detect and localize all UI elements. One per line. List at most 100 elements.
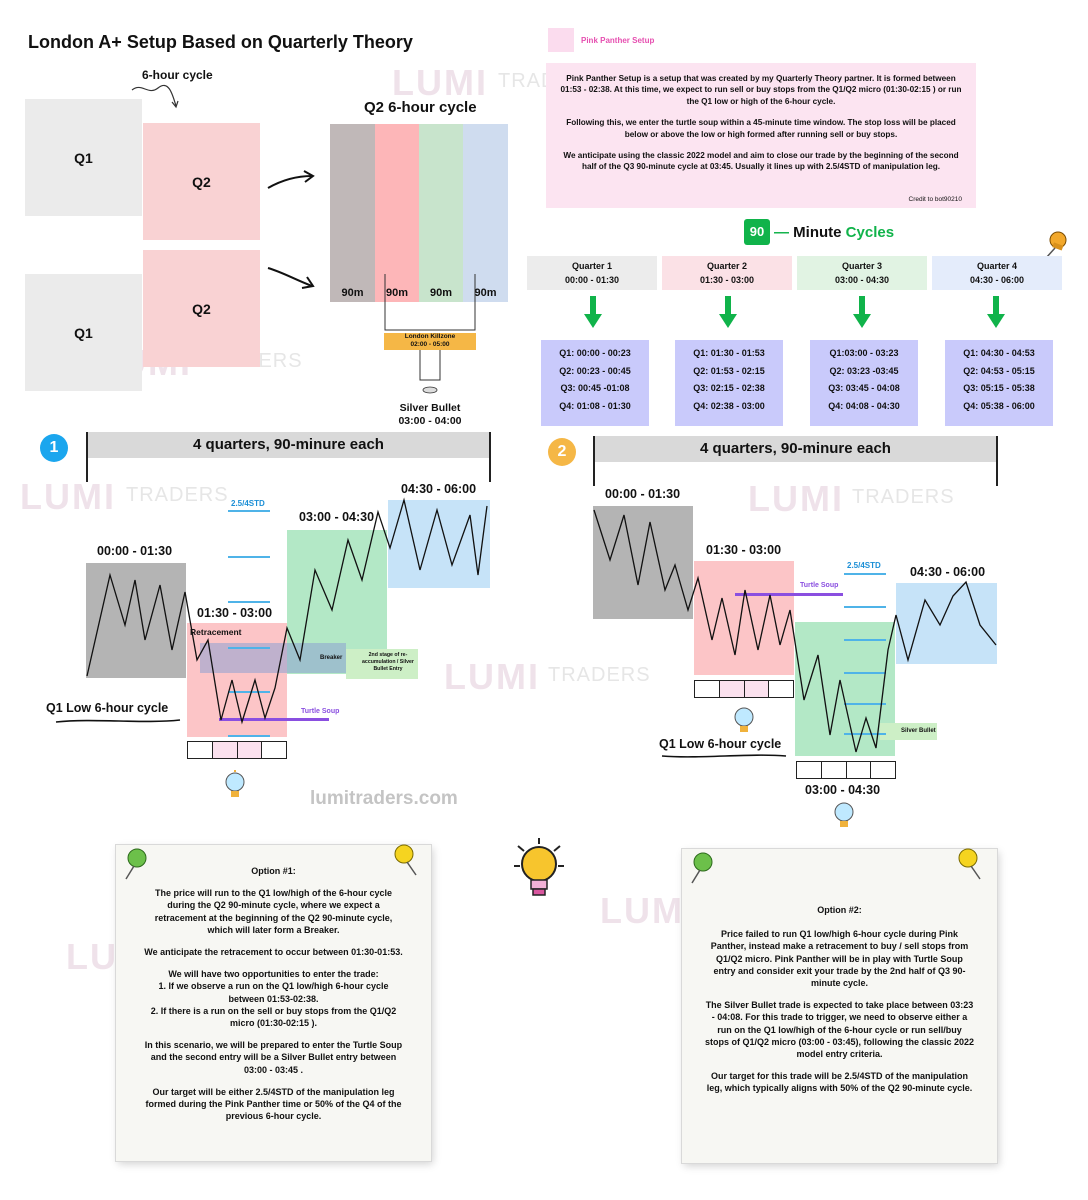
option-1-header-tick-left [86, 432, 88, 482]
pink-panther-p2: Following this, we enter the turtle soup… [566, 118, 956, 139]
cycles-minute: Minute [793, 224, 842, 241]
watermark-traders: TRADERS [126, 484, 229, 506]
list-item: Q4: 05:38 - 06:00 [963, 400, 1035, 411]
pink-panther-p3: We anticipate using the classic 2022 mod… [563, 151, 959, 172]
watermark-lumi: LUMI [600, 890, 696, 931]
pushpin-icon [125, 848, 147, 880]
list-item: Q1: 01:30 - 01:53 [693, 348, 765, 358]
pink-panther-p1: Pink Panther Setup is a setup that was c… [560, 74, 962, 106]
opt2-turtle-soup-line [735, 593, 843, 596]
q2-box-top: Q2 [143, 123, 260, 240]
six-hour-cycle-label: 6-hour cycle [142, 68, 213, 82]
cell [237, 742, 263, 758]
lightbulb-icon [834, 802, 854, 827]
pink-panther-legend-swatch [548, 28, 574, 52]
list-item: Q1: 00:00 - 00:23 [559, 348, 631, 358]
cycles-word: Cycles [845, 224, 895, 241]
cycle-column-4: 90m [463, 124, 508, 302]
opt1-time-q3: 03:00 - 04:30 [299, 510, 375, 524]
quarter-2-list: Q1: 01:30 - 01:53 Q2: 01:53 - 02:15 Q3: … [675, 340, 783, 426]
opt1-breaker-box [200, 643, 346, 673]
watermark-lumi: LUMI [20, 476, 116, 517]
opt1-turtle-soup-line [219, 718, 329, 721]
opt2-quarter-cells-top [694, 680, 794, 698]
option-1-p5: Our target will be either 2.5/4STD of th… [145, 1086, 402, 1122]
opt2-turtle-soup-label: Turtle Soup [800, 582, 839, 589]
option-2-badge: 2 [548, 438, 576, 466]
option-1-p2: We anticipate the retracement to occur b… [144, 947, 403, 958]
cell [212, 742, 238, 758]
opt2-underline [661, 754, 787, 758]
list-item: Q1:03:00 - 03:23 [829, 348, 899, 358]
opt1-q4-area [388, 500, 490, 588]
option-1-note: Option #1: The price will run to the Q1 … [116, 845, 431, 1161]
q1-box-bottom: Q1 [25, 274, 142, 391]
opt1-price-path [86, 497, 488, 725]
cell [719, 681, 745, 697]
opt2-std-line [844, 672, 886, 674]
option-1-p1: The price will run to the Q1 low/high of… [154, 888, 393, 935]
watermark-lumi: LUMI [444, 656, 540, 697]
opt1-std-label: 2.5/4STD [231, 499, 265, 508]
cell [188, 742, 213, 758]
opt2-time-q1: 00:00 - 01:30 [605, 487, 681, 501]
opt1-time-q4: 04:30 - 06:00 [401, 482, 477, 496]
option-2-header: 4 quarters, 90-minure each [594, 436, 997, 462]
list-item: Q4: 01:08 - 01:30 [559, 400, 631, 411]
opt1-turtle-soup-label: Turtle Soup [301, 708, 340, 715]
option-2-p3: Our target for this trade will be 2.5/4S… [706, 1071, 973, 1094]
list-item: Q4: 04:08 - 04:30 [828, 400, 900, 411]
option-1-p3b: 1. If we observe a run on the Q1 low/hig… [158, 981, 389, 1004]
quarter-3-time: 03:00 - 04:30 [834, 275, 890, 285]
list-item: Q4: 02:38 - 03:00 [693, 400, 765, 411]
list-item: Q1: 04:30 - 04:53 [963, 348, 1035, 358]
cell [695, 681, 720, 697]
opt2-q2-area [694, 561, 794, 675]
bullet-icon [422, 386, 438, 394]
list-item: Q3: 02:15 - 02:38 [693, 383, 765, 393]
quarter-1-name: Quarter 1 [571, 261, 613, 271]
pushpin-icon [958, 848, 981, 880]
lightbulb-icon [225, 770, 245, 797]
option-1-p3c: 2. If there is a run on the sell or buy … [150, 1005, 397, 1029]
list-item: Q2: 03:23 -03:45 [829, 365, 899, 376]
down-arrow-icon [987, 296, 1005, 328]
cycle-column-2: 90m [375, 124, 419, 302]
quarter-3-list: Q1:03:00 - 03:23 Q2: 03:23 -03:45 Q3: 03… [810, 340, 918, 426]
opt2-std-line [844, 733, 886, 735]
quarter-4-name: Quarter 4 [976, 261, 1018, 271]
opt1-std-line [228, 556, 270, 558]
silver-bullet-title: Silver Bullet [399, 402, 461, 414]
killzone-bracket [384, 274, 476, 381]
quarter-2-name: Quarter 2 [706, 261, 748, 271]
option-2-note: Option #2: Price failed to run Q1 low/hi… [682, 849, 997, 1163]
opt1-second-stage-box [346, 649, 418, 679]
opt2-std-line [844, 573, 886, 575]
opt2-silver-bullet-label: Silver Bullet [901, 728, 936, 734]
opt1-retracement-label: Retracement [190, 627, 242, 637]
option-1-p4: In this scenario, we will be prepared to… [144, 1040, 403, 1075]
cell [847, 762, 872, 778]
option-1-header: 4 quarters, 90-minure each [87, 432, 490, 458]
opt1-std-line [228, 647, 270, 649]
opt2-quarter-cells-bottom [796, 761, 896, 779]
right-arrow-icon [267, 170, 315, 189]
right-arrow-icon [267, 267, 315, 289]
opt1-std-line [228, 510, 270, 512]
quarter-1-list: Q1: 00:00 - 00:23 Q2: 00:23 - 00:45 Q3: … [541, 340, 649, 426]
opt2-std-line [844, 639, 886, 641]
opt1-time-q1: 00:00 - 01:30 [97, 544, 173, 558]
pink-panther-credit: Credit to bot90210 [908, 195, 962, 203]
quarter-3-name: Quarter 3 [841, 261, 883, 271]
watermark-lumi: LUMI [392, 62, 488, 103]
option-2-header-tick-right [996, 436, 998, 486]
killzone-time: 02:00 - 05:00 [410, 341, 450, 348]
list-item: Q2: 01:53 - 02:15 [693, 365, 765, 376]
watermark-traders: TRADERS [852, 486, 955, 508]
opt2-price-path [593, 509, 997, 753]
cycle-column-3: 90m [419, 124, 463, 302]
ninety-badge: 90 [744, 219, 770, 245]
